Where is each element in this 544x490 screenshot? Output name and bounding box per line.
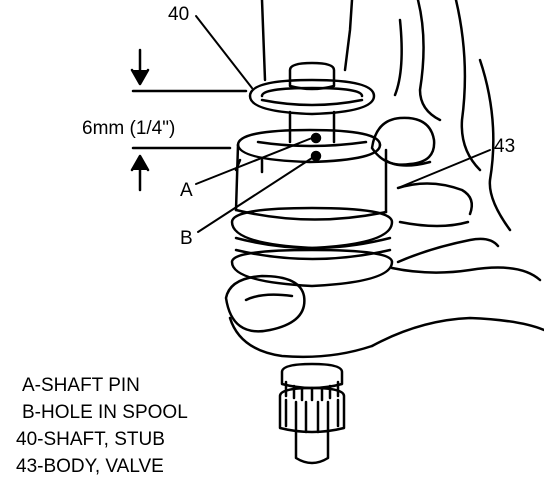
callout-43: 43 bbox=[494, 136, 515, 157]
callout-b: B bbox=[180, 228, 193, 249]
legend-item: A-SHAFT PIN bbox=[22, 375, 140, 396]
legend-item: B-HOLE IN SPOOL bbox=[22, 402, 188, 423]
stub-shaft bbox=[248, 61, 376, 162]
upper-hand bbox=[260, 0, 512, 232]
shaft-pin-a bbox=[310, 132, 322, 144]
lower-hand bbox=[224, 266, 544, 359]
leader-lines bbox=[195, 15, 491, 233]
legend-item: 43-BODY, VALVE bbox=[16, 456, 164, 477]
valve-body bbox=[230, 128, 394, 288]
legend-item: 40-SHAFT, STUB bbox=[16, 429, 165, 450]
adjuster-nut bbox=[278, 362, 346, 465]
right-thumb bbox=[370, 116, 500, 264]
spool-hole-b bbox=[310, 150, 322, 162]
callout-a: A bbox=[180, 180, 193, 201]
dimension-marker bbox=[130, 48, 248, 192]
callout-40: 40 bbox=[168, 4, 189, 25]
dimension-label: 6mm (1/4") bbox=[82, 118, 175, 139]
